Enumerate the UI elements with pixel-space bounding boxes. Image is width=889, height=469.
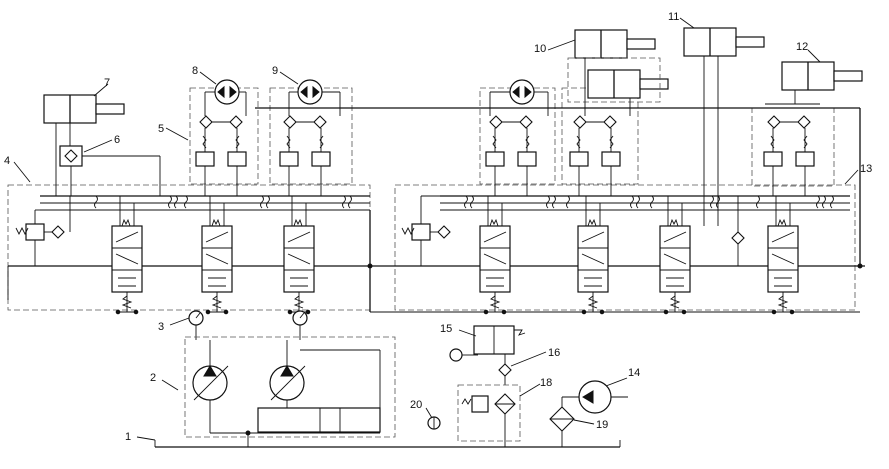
callout-16: 16 xyxy=(548,347,560,359)
valve-group-13-boundary xyxy=(394,184,856,311)
callout-13: 13 xyxy=(860,163,872,175)
cylinder-7 xyxy=(43,94,125,124)
directional-valve-5 xyxy=(577,219,609,315)
gauge-15 xyxy=(449,348,463,362)
pilot-check-pair-right-1 xyxy=(485,115,537,167)
hydraulic-motor-right xyxy=(509,79,535,105)
hydraulic-motor-9 xyxy=(297,79,323,105)
callout-18: 18 xyxy=(540,377,552,389)
callout-8: 8 xyxy=(192,65,198,77)
pilot-check-pair-9 xyxy=(279,115,331,167)
cylinder-11 xyxy=(683,27,765,57)
pilot-check-pair-right-3 xyxy=(763,115,815,167)
relief-valve-right xyxy=(401,223,451,249)
callout-5: 5 xyxy=(158,123,164,135)
check-valve-block-5 xyxy=(189,87,259,185)
filter-16 xyxy=(498,363,512,377)
directional-valve-3 xyxy=(283,219,315,315)
callout-12: 12 xyxy=(796,41,808,53)
callout-10: 10 xyxy=(534,43,546,55)
check-valve-right xyxy=(731,231,745,245)
cylinder-10-lower xyxy=(587,69,669,99)
check-valve-block-right-3 xyxy=(751,107,835,187)
callout-19: 19 xyxy=(596,419,608,431)
hydraulic-motor-8 xyxy=(214,79,240,105)
cylinder-12 xyxy=(781,61,863,91)
directional-valve-2 xyxy=(201,219,233,315)
callout-1: 1 xyxy=(125,431,131,443)
callout-20: 20 xyxy=(410,399,422,411)
callout-4: 4 xyxy=(4,155,10,167)
leader-lines xyxy=(13,17,859,441)
callout-7: 7 xyxy=(104,77,110,89)
valve-group-4-boundary xyxy=(7,184,371,311)
relief-valve-left xyxy=(15,223,65,249)
pump-unit-2 xyxy=(184,336,396,438)
filter-block-18 xyxy=(457,384,521,442)
callout-6: 6 xyxy=(114,134,120,146)
pilot-check-pair-5 xyxy=(195,115,247,167)
directional-valve-1 xyxy=(111,219,143,315)
pilot-check-pair-right-2 xyxy=(569,115,621,167)
callout-14: 14 xyxy=(628,367,640,379)
directional-valve-6 xyxy=(659,219,691,315)
directional-valve-4 xyxy=(479,219,511,315)
cylinder-10-upper xyxy=(574,29,656,59)
callout-15: 15 xyxy=(440,323,452,335)
directional-valve-7 xyxy=(767,219,799,315)
check-valve-block-right-2 xyxy=(561,87,639,185)
callout-9: 9 xyxy=(272,65,278,77)
callout-11: 11 xyxy=(668,11,679,23)
electric-drive xyxy=(257,407,381,433)
callout-2: 2 xyxy=(150,372,156,384)
callout-3: 3 xyxy=(158,321,164,333)
callout-labels: 1 2 3 4 5 6 7 8 9 10 11 12 13 14 15 16 1… xyxy=(4,11,872,443)
